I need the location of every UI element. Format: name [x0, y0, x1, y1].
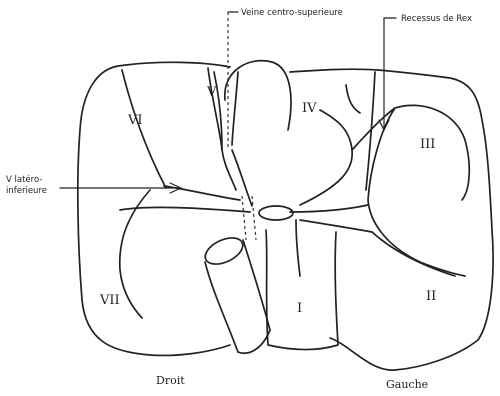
- upper-boundary-left: [122, 70, 166, 188]
- vein-to-segment-iii: [352, 108, 395, 150]
- segment-label-iii: III: [420, 137, 435, 152]
- segment-label-vi: VI: [127, 113, 143, 128]
- segment-i-outline: [266, 230, 338, 350]
- vein-v-branch-b: [232, 72, 238, 145]
- orientation-gauche: Gauche: [386, 378, 428, 391]
- segment-i-stem: [296, 220, 300, 276]
- portal-bifurcation: [259, 206, 293, 220]
- vein-iv-branch: [346, 85, 360, 113]
- hilum-lower-line: [300, 220, 372, 232]
- segment-label-ii: II: [426, 289, 436, 304]
- hilum-left-line: [120, 207, 250, 212]
- segment-label-iv: IV: [302, 101, 317, 116]
- vena-cava-body: [205, 240, 270, 352]
- dashed-portal-a: [242, 196, 246, 240]
- segment-label-vii: VII: [99, 293, 120, 308]
- hilum-right-line: [290, 205, 368, 212]
- callout-recessus-de-rex: Recessus de Rex: [401, 14, 472, 24]
- callout-v-latero-line1: V latéro-: [6, 174, 42, 185]
- orientation-droit: Droit: [156, 374, 185, 387]
- segment-iii-outline: [368, 105, 469, 276]
- vena-cava-bottom: [238, 330, 270, 353]
- callout-veine-centro-superieure: Veine centro-superieure: [241, 8, 343, 18]
- segment-label-v: V: [206, 85, 217, 100]
- vein-iv-lower: [300, 110, 352, 205]
- callout-v-latero-line2: inferieure: [6, 186, 47, 196]
- dashed-portal-b: [252, 196, 256, 240]
- segment-label-i: I: [297, 301, 302, 316]
- vena-cava-top: [201, 233, 247, 270]
